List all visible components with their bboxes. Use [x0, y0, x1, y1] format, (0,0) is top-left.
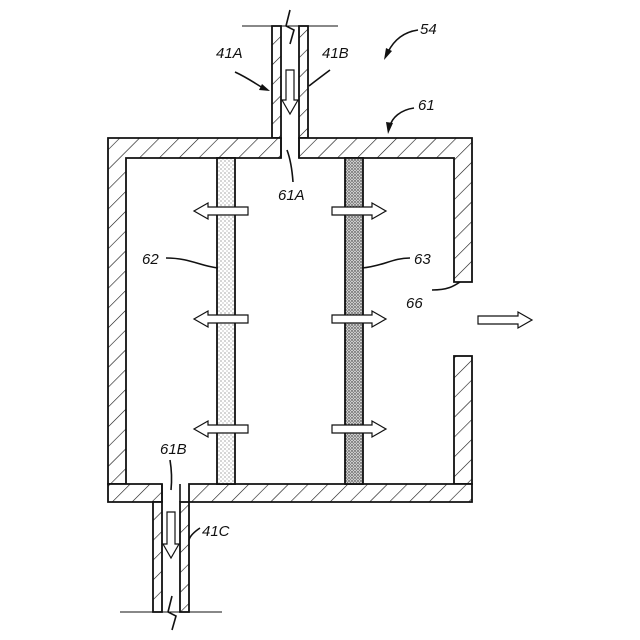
label-61: 61 [418, 97, 435, 114]
label-66: 66 [406, 295, 423, 312]
label-62: 62 [142, 251, 159, 268]
label-61a: 61A [278, 187, 305, 204]
label-41b: 41B [322, 45, 349, 62]
drain-pipe [120, 484, 222, 630]
label-41c: 41C [202, 523, 230, 540]
leader-lines [166, 30, 460, 540]
label-61b: 61B [160, 441, 187, 458]
label-63: 63 [414, 251, 431, 268]
label-41a: 41A [216, 45, 243, 62]
label-54: 54 [420, 21, 437, 38]
